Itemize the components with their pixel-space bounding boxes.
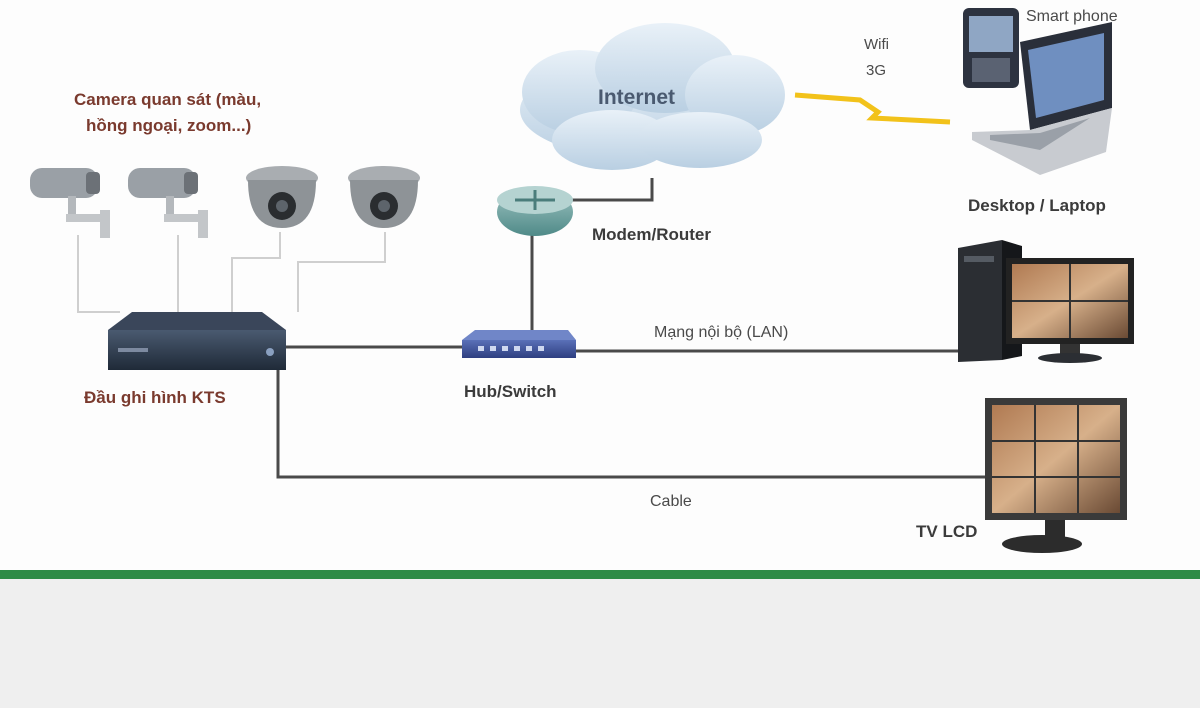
cloud-icon (520, 23, 785, 170)
dome-camera-icon (348, 166, 420, 228)
accent-divider (0, 570, 1200, 579)
smart-phone-label: Smart phone (1026, 8, 1118, 25)
tv-lcd-icon (985, 398, 1127, 553)
cable-label: Cable (650, 493, 692, 510)
network-diagram: Camera quan sát (màu, hồng ngoại, zoom..… (30, 8, 1134, 553)
diagram-canvas (30, 8, 1134, 553)
desktop-laptop-label: Desktop / Laptop (968, 196, 1106, 215)
footer-band (0, 579, 1200, 708)
dvr-icon (108, 312, 286, 370)
camera-caption-line2: hồng ngoại, zoom...) (86, 116, 252, 135)
camera-wires (77, 232, 386, 313)
dome-camera-icon (246, 166, 318, 228)
camera-caption-line1: Camera quan sát (màu, (74, 90, 262, 109)
desktop-pc-icon (958, 240, 1134, 363)
bullet-camera-icon (30, 168, 110, 238)
switch-icon (462, 330, 576, 358)
modem-router-label: Modem/Router (592, 225, 711, 244)
laptop-icon (972, 22, 1112, 175)
bullet-camera-icon (128, 168, 208, 238)
3g-label: 3G (866, 62, 887, 79)
lan-label: Mạng nội bộ (LAN) (654, 324, 789, 341)
wifi-bolt-icon (794, 92, 951, 125)
router-icon (497, 186, 573, 236)
hub-switch-label: Hub/Switch (464, 382, 557, 401)
wifi-label: Wifi (864, 36, 889, 53)
smartphone-icon (963, 8, 1019, 88)
tv-lcd-label: TV LCD (916, 522, 978, 541)
network-wires (276, 178, 985, 479)
internet-label: Internet (598, 86, 676, 109)
dvr-label: Đầu ghi hình KTS (84, 388, 226, 407)
